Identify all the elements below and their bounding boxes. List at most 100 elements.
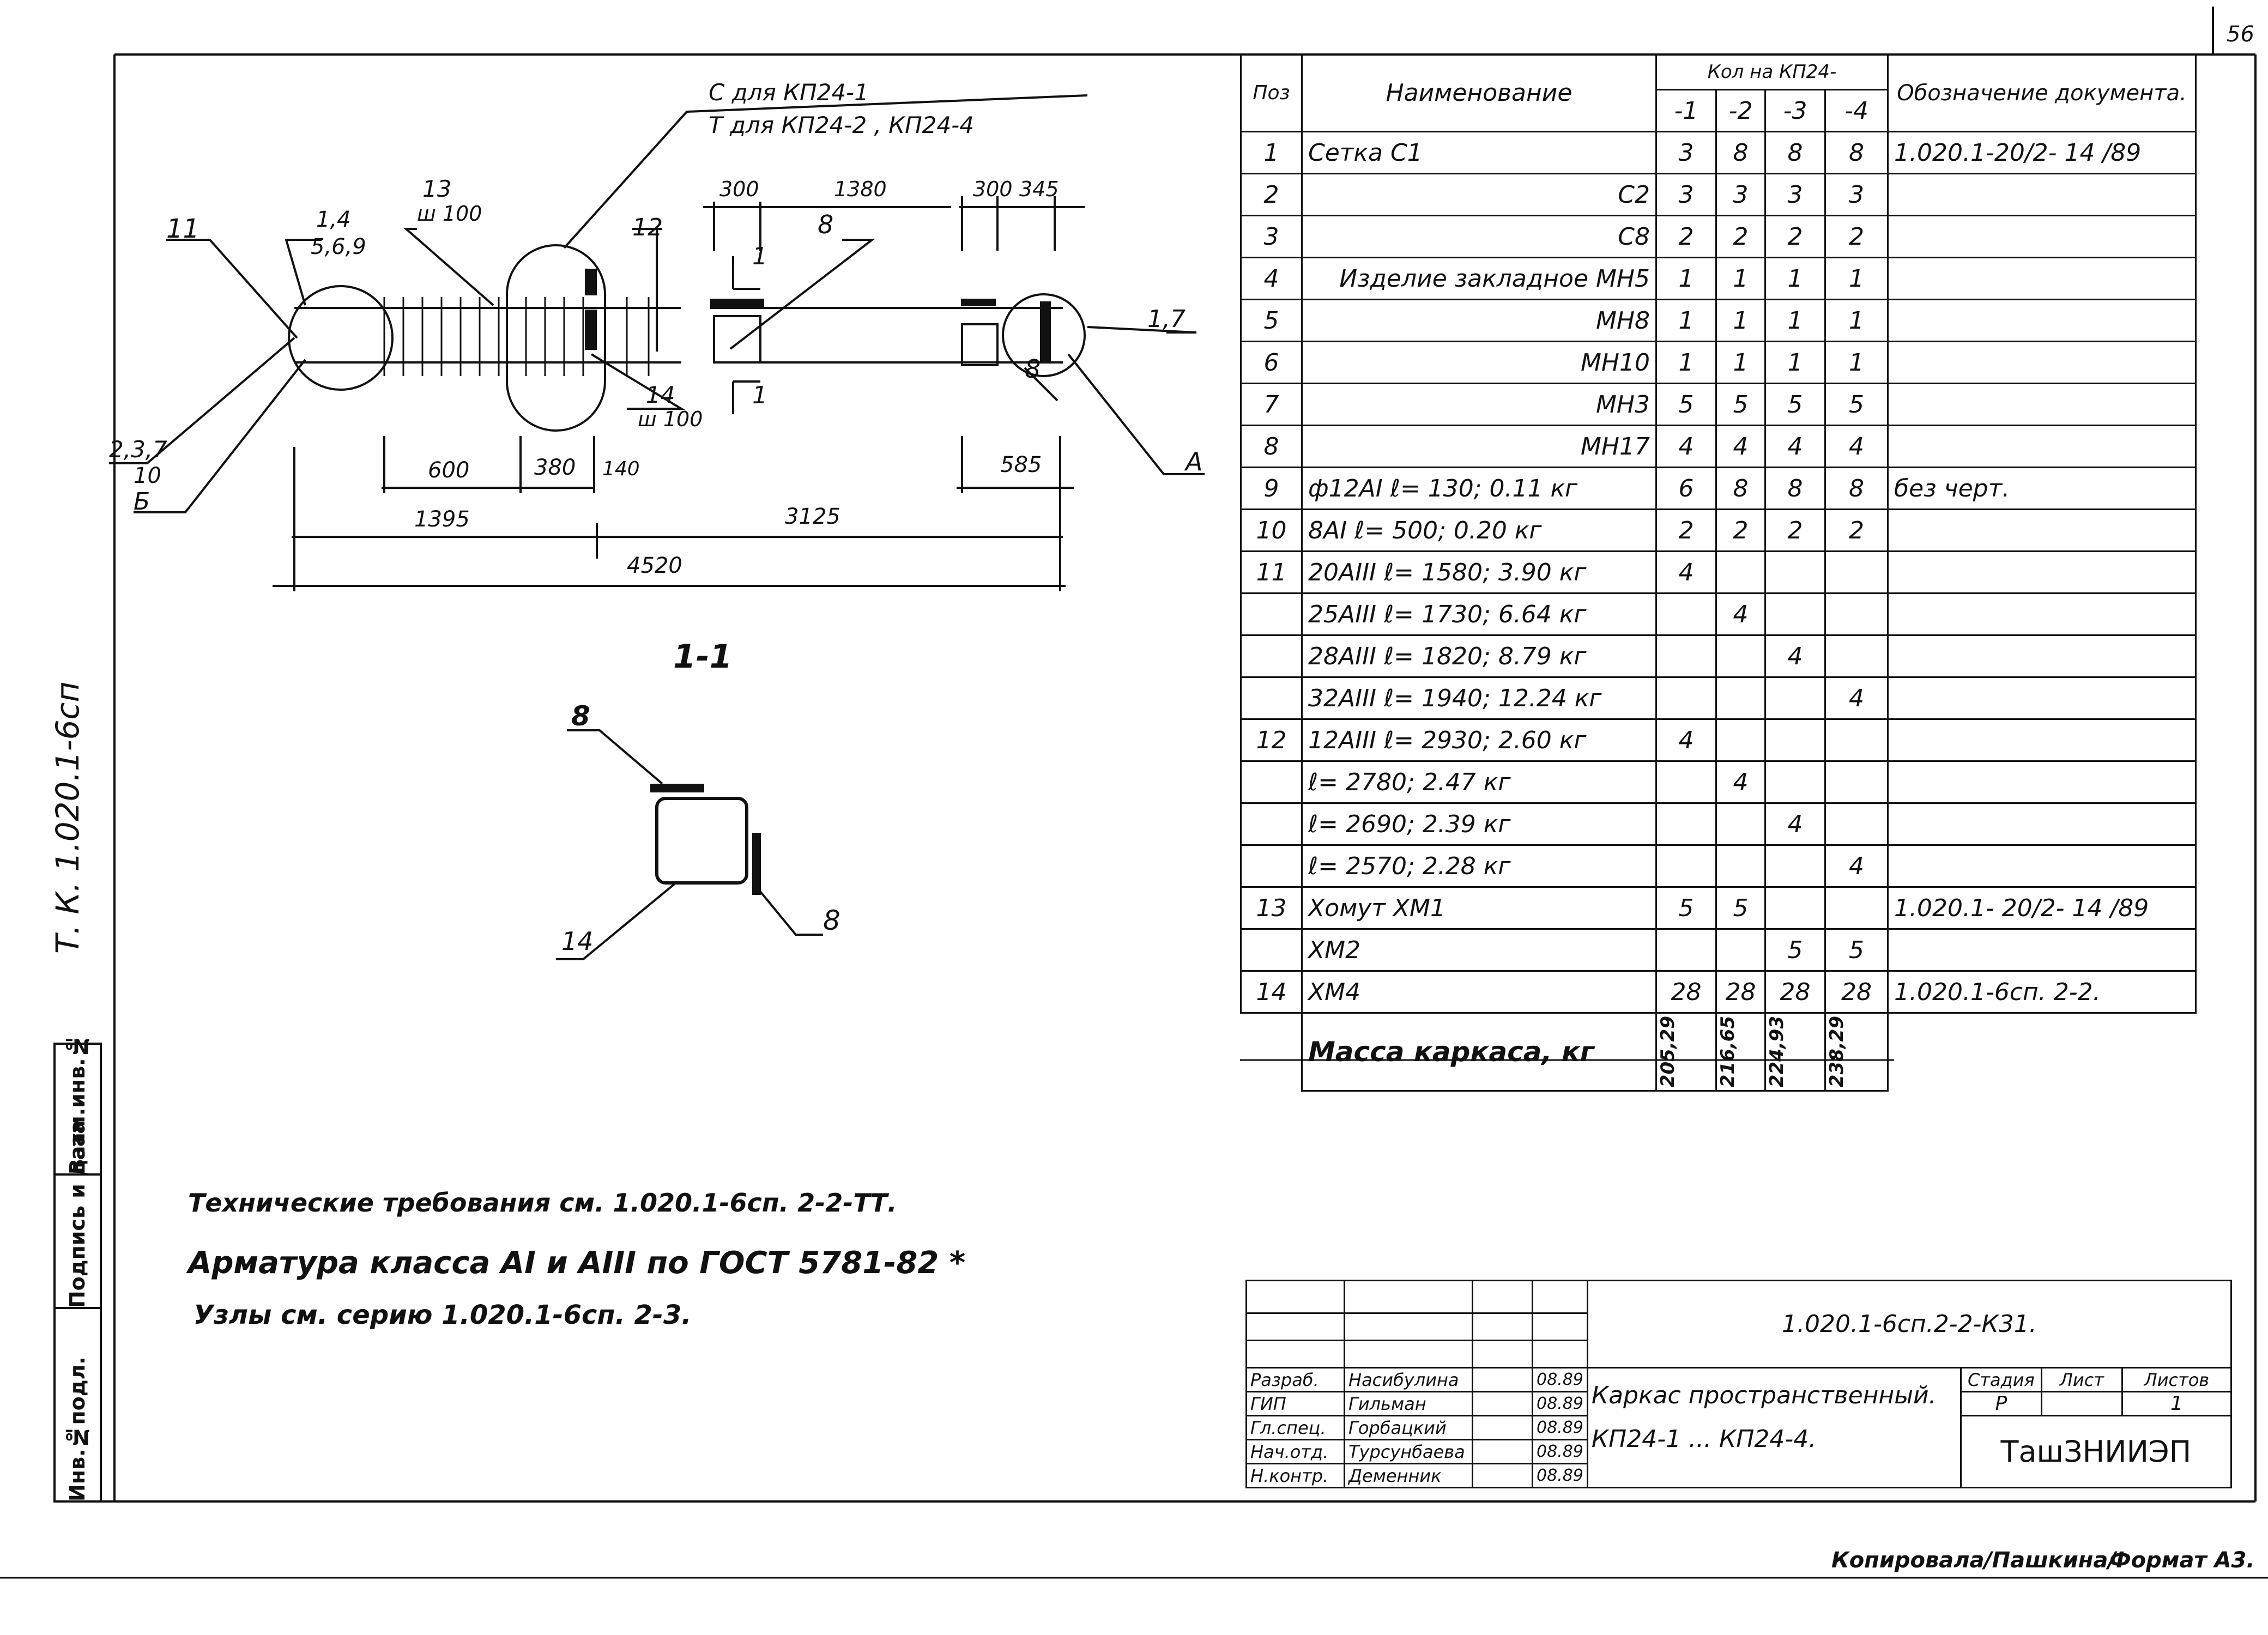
spec-cell-qty-4 <box>1824 718 1889 762</box>
spec-cell-qty-2: 8 <box>1715 131 1766 174</box>
spec-header-pos: Поз <box>1240 53 1303 132</box>
spec-cell-qty-4 <box>1824 592 1889 636</box>
tb-date-3: 08.89 <box>1532 1439 1588 1464</box>
spec-cell-pos: 8 <box>1240 425 1303 468</box>
callout-2-3-7: 2,3,7 <box>109 436 167 463</box>
dim-600: 600 <box>428 458 470 483</box>
tb-role-3: Нач.отд. <box>1245 1439 1345 1464</box>
spec-cell-qty-4: 2 <box>1824 508 1889 552</box>
dim-380: 380 <box>534 455 576 480</box>
spec-cell-qty-2: 1 <box>1715 341 1766 384</box>
spec-cell-qty-1: 4 <box>1655 425 1717 468</box>
spec-cell-qty-2: 5 <box>1715 383 1766 426</box>
spec-header-row: Поз Наименование Кол на КП24- Обозначени… <box>1240 53 2197 132</box>
callout-11: 11 <box>166 214 200 244</box>
sheet-number: 56 <box>2227 22 2254 47</box>
tb-name-4: Деменник <box>1344 1463 1473 1488</box>
spec-header-qty: Кол на КП24- <box>1655 53 1889 90</box>
spec-header-subrow: -1 -2 -3 -4 <box>1241 89 2196 132</box>
spec-header-qty-4: -4 <box>1824 89 1889 132</box>
spec-cell-doc: 1.020.1- 20/2- 14 /89 <box>1887 886 2197 930</box>
spec-cell-qty-2: 2 <box>1715 508 1766 552</box>
dim-585: 585 <box>1000 452 1042 477</box>
spec-cell-qty-3: 8 <box>1764 467 1826 510</box>
spec-cell-name: МН17 <box>1301 425 1657 468</box>
spec-cell-doc <box>1887 383 2197 426</box>
tb-stage-value: Р <box>1959 1391 2042 1416</box>
spec-cell-name: МН8 <box>1301 299 1657 342</box>
tb-date-1: 08.89 <box>1532 1391 1588 1416</box>
spec-cell-pos <box>1240 928 1303 972</box>
section-callout-14: 14 <box>561 927 594 956</box>
specification-table: Поз Наименование Кол на КП24- Обозначени… <box>1240 53 2197 1092</box>
stamp-inv-podl: Инв.№подл. <box>65 1357 89 1501</box>
tb-organization: ТашЗНИИЭП <box>1959 1415 2232 1488</box>
spec-cell-qty-2 <box>1715 676 1766 720</box>
spec-cell-name: Изделие закладное МН5 <box>1301 257 1657 300</box>
tb-sheet-label: Лист <box>2040 1367 2123 1392</box>
note-tech-requirements: Технические требования см. 1.020.1-6сп. … <box>188 1188 897 1218</box>
stamp-left-labels: Инв.№подл. Подпись и дата Взам.инв.№ <box>55 1034 101 1501</box>
spec-mass-2: 216,65 <box>1715 1012 1766 1092</box>
spec-cell-qty-1: 5 <box>1655 886 1717 930</box>
callout-10: 10 <box>134 463 161 488</box>
note-nodes: Узлы см. серию 1.020.1-6сп. 2-3. <box>193 1300 692 1330</box>
section-title: 1-1 <box>673 638 733 676</box>
spec-cell-qty-2: 28 <box>1715 970 1766 1014</box>
callout-13: 13 <box>422 175 452 202</box>
spec-cell-name: ф12АI ℓ= 130; 0.11 кг <box>1301 467 1657 510</box>
spec-cell-qty-4 <box>1824 550 1889 594</box>
spec-mass-row: Масса каркаса, кг 205,29 216,65 224,93 2… <box>1241 1012 2196 1092</box>
spec-cell-pos: 7 <box>1240 383 1303 426</box>
callout-1-bottom: 1 <box>752 382 767 409</box>
spec-cell-name: С8 <box>1301 215 1657 258</box>
spec-header-qty-2: -2 <box>1715 89 1766 132</box>
spec-cell-pos: 10 <box>1240 508 1303 552</box>
spec-cell-name: С2 <box>1301 173 1657 216</box>
callout-8-top: 8 <box>818 210 834 239</box>
spec-cell-qty-3: 2 <box>1764 215 1826 258</box>
spec-cell-qty-1 <box>1655 802 1717 846</box>
spec-cell-qty-3 <box>1764 760 1826 804</box>
spec-cell-doc <box>1887 760 2197 804</box>
spec-mass-4: 238,29 <box>1824 1012 1889 1092</box>
spec-cell-qty-4: 8 <box>1824 467 1889 510</box>
stamp-vzam-inv: Взам.инв.№ <box>65 1034 89 1174</box>
spec-cell-qty-4: 5 <box>1824 383 1889 426</box>
spec-cell-qty-2 <box>1715 928 1766 972</box>
tb-date-2: 08.89 <box>1532 1415 1588 1440</box>
spec-cell-qty-2 <box>1715 550 1766 594</box>
spec-cell-qty-3: 1 <box>1764 299 1826 342</box>
spec-cell-qty-4: 2 <box>1824 215 1889 258</box>
dim-300-a: 300 <box>719 177 759 201</box>
spec-cell-pos <box>1240 802 1303 846</box>
spec-cell-qty-3: 5 <box>1764 383 1826 426</box>
spec-mass-label: Масса каркаса, кг <box>1301 1012 1657 1092</box>
spec-cell-qty-1 <box>1655 760 1717 804</box>
spec-cell-qty-2: 3 <box>1715 173 1766 216</box>
spec-cell-qty-4 <box>1824 886 1889 930</box>
tb-date-0: 08.89 <box>1532 1367 1588 1392</box>
spec-cell-qty-2: 4 <box>1715 425 1766 468</box>
spec-cell-qty-3: 5 <box>1764 928 1826 972</box>
spec-mass-empty <box>1241 1012 1303 1091</box>
dim-345: 345 <box>1019 177 1059 201</box>
side-designation: Т. К. 1.020.1-6сп <box>49 681 86 954</box>
spec-cell-pos: 11 <box>1240 550 1303 594</box>
callout-c-for: С для КП24-1 <box>709 79 869 106</box>
spec-cell-qty-2 <box>1715 844 1766 888</box>
spec-cell-qty-2 <box>1715 718 1766 762</box>
spec-cell-qty-1: 2 <box>1655 508 1717 552</box>
spec-cell-name: МН10 <box>1301 341 1657 384</box>
spec-cell-qty-1: 6 <box>1655 467 1717 510</box>
spec-cell-pos: 3 <box>1240 215 1303 258</box>
